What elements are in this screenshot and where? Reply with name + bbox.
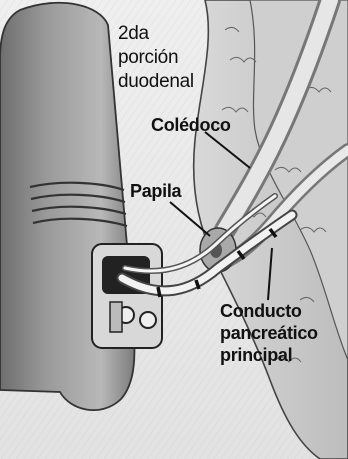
conducto-label-line-2: pancreático [220,322,318,344]
conducto-label-line-1: Conducto [220,300,318,322]
region-label: 2da porción duodenal [118,22,194,94]
conducto-label-line-3: principal [220,344,318,366]
elevator [110,302,122,332]
region-label-line-1: 2da [118,22,194,46]
region-label-line-2: porción [118,46,194,70]
coledoco-label: Colédoco [151,114,231,136]
conducto-label: Conducto pancreático principal [220,300,318,366]
light-icon [140,312,156,328]
region-label-line-3: duodenal [118,70,194,94]
papila-label: Papila [130,180,181,202]
